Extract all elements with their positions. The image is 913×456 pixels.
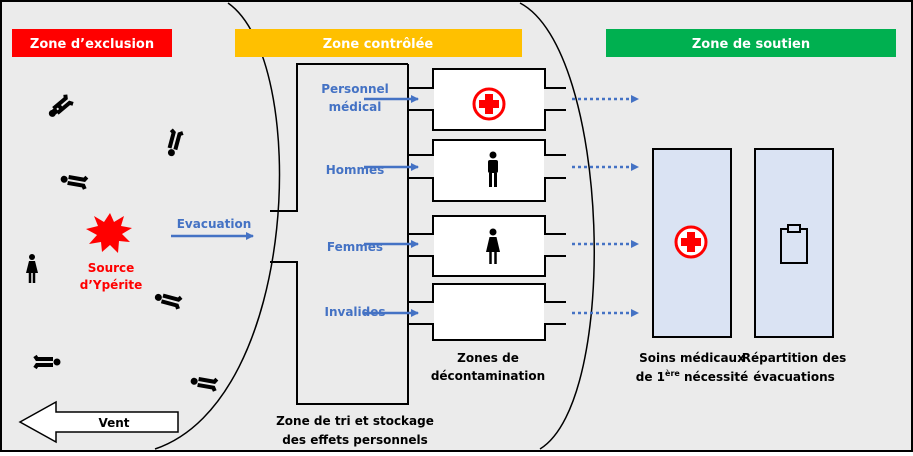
zone-support-banner — [606, 29, 896, 57]
group-label-men: Hommes — [326, 163, 385, 177]
controlled-boundary — [519, 2, 595, 450]
lying-person-icon — [190, 377, 219, 392]
source-label-line1: Source — [88, 261, 135, 275]
storage-zone-label-line2: des effets personnels — [282, 433, 428, 447]
wind-arrow-icon — [18, 400, 179, 444]
zone-exclusion-banner — [12, 29, 172, 57]
zone-exclusion-label: Zone d’exclusion — [30, 37, 154, 52]
red-cross-icon — [674, 225, 708, 259]
care-line2-post: nécessité — [680, 370, 748, 384]
explosion-icon — [86, 213, 132, 253]
medical-care-label-line2: de 1ère nécessité — [636, 368, 748, 384]
decon-zones-label-line2: décontamination — [431, 369, 545, 383]
lying-person-icon — [60, 175, 89, 190]
group-label-women: Femmes — [327, 240, 383, 254]
decon-zones-label-line1: Zones de — [457, 351, 519, 365]
medical-care-label-line1: Soins médicaux — [639, 351, 745, 365]
decon-lane-fill — [434, 285, 544, 339]
lying-person-icon — [154, 293, 183, 310]
zone-support-label: Zone de soutien — [692, 37, 810, 52]
lying-person-icon — [33, 354, 61, 370]
care-line2-sup: ère — [665, 368, 680, 378]
evacuation-distribution-label-line2: évacuations — [753, 370, 835, 384]
storage-zone-outline — [270, 63, 409, 405]
zone-controlled-label: Zone contrôlée — [323, 37, 434, 52]
man-icon — [488, 151, 498, 187]
storage-zone-label-line1: Zone de tri et stockage — [276, 414, 434, 428]
zone-controlled-banner — [235, 29, 522, 57]
evacuation-distribution-box — [754, 148, 834, 338]
evacuation-distribution-label-line1: Répartition des — [742, 351, 847, 365]
group-label-invalids: Invalides — [324, 305, 385, 319]
group-label-medical-line1: Personnel — [321, 82, 389, 96]
lying-person-icon — [167, 128, 184, 157]
group-label-medical-line2: médical — [329, 100, 382, 114]
care-line2-pre: de 1 — [636, 370, 665, 384]
source-label-line2: d’Ypérite — [80, 278, 142, 292]
red-cross-icon — [472, 87, 506, 121]
woman-icon — [26, 254, 38, 283]
clipboard-icon — [780, 224, 808, 264]
wind-label: Vent — [98, 416, 129, 430]
evacuation-label: Evacuation — [177, 217, 252, 231]
lying-person-icon — [48, 94, 74, 117]
woman-icon — [486, 228, 500, 264]
